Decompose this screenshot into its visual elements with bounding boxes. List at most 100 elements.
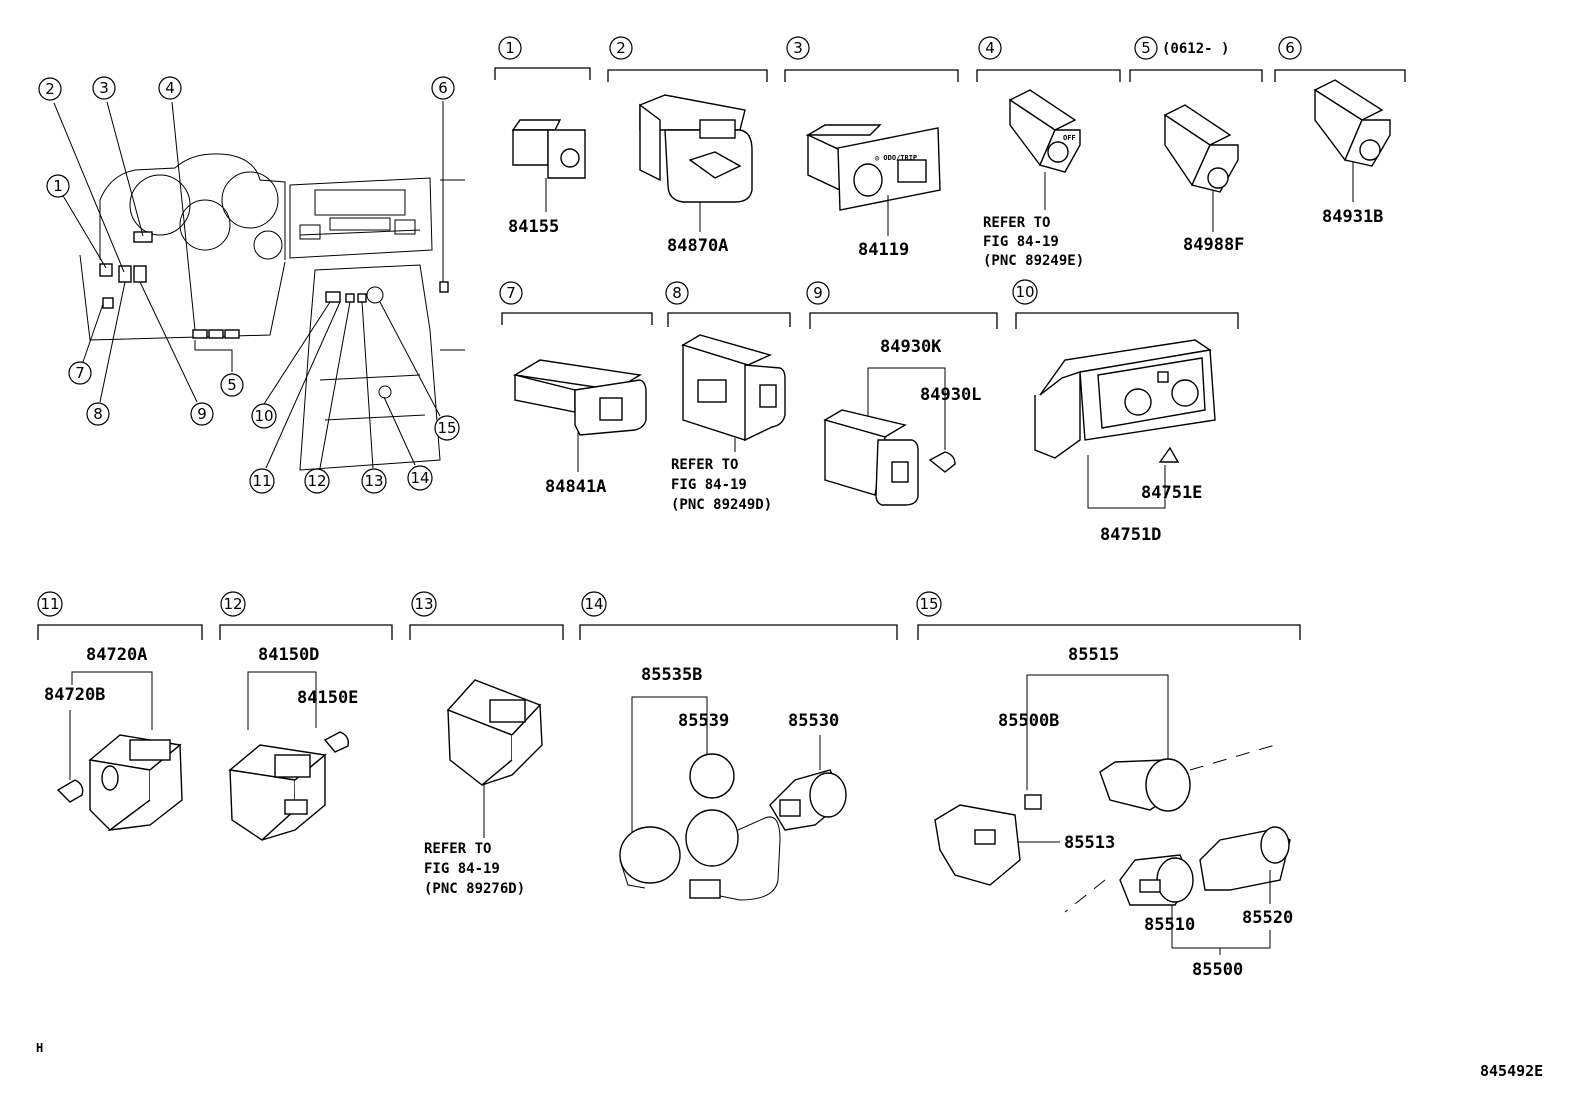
part-84720B: 84720B [44,685,105,705]
note-13-line-1: REFER TO [424,841,491,857]
part-84931B: 84931B [1322,207,1383,227]
svg-text:8: 8 [93,405,103,423]
switch-84931B-drawing [1313,79,1391,167]
svg-text:5: 5 [227,376,237,394]
switch-refer-84-19-276d-drawing [446,679,543,786]
overview-callout-3: 3 [92,76,116,100]
svg-text:1: 1 [53,177,63,195]
switch-84150D-drawing [228,744,327,841]
svg-text:2: 2 [616,39,626,57]
svg-text:13: 13 [414,595,433,613]
socket-85535B-drawing [619,753,781,901]
svg-text:9: 9 [813,284,823,302]
note-8-line-1: REFER TO [671,457,738,473]
switch-refer-84-19-e-drawing: OFF [1008,89,1081,173]
part-84841A: 84841A [545,477,606,497]
socket-85515-drawing [1099,758,1191,812]
part-84988F: 84988F [1183,235,1244,255]
svg-text:2: 2 [45,80,55,98]
control-84751D-drawing [1034,339,1216,459]
svg-text:15: 15 [437,419,456,437]
switch-refer-84-19-d-drawing [681,334,786,442]
note-8-line-2: FIG 84-19 [671,477,747,493]
section-13: 13 REFER TO FIG 84-19 (PNC 89276D) [409,591,564,897]
switch-84155-drawing [511,119,586,179]
svg-text:1: 1 [505,39,515,57]
overview-callout-6: 6 [431,76,455,100]
overview-callout-8: 8 [86,402,110,426]
note-13-line-2: FIG 84-19 [424,861,500,877]
note-4-line-3: (PNC 89249E) [983,253,1084,269]
overview-callout-11: 11 [249,468,275,494]
dashboard-overview [53,101,465,471]
note-13-line-3: (PNC 89276D) [424,881,525,897]
bulb-84720B-drawing [56,779,84,803]
svg-text:6: 6 [1285,39,1295,57]
svg-text:7: 7 [506,284,516,302]
svg-text:3: 3 [793,39,803,57]
part-85535B: 85535B [641,665,702,685]
section-11: 11 84720A 84720B [37,591,203,832]
switch-84988F-drawing [1163,104,1239,193]
section-9: 9 84930K 84930L [806,281,998,506]
part-85530: 85530 [788,711,839,731]
part-84751E: 84751E [1141,483,1202,503]
section-4: 4 OFF REFER TO FIG 84-19 (PNC 89249E) [976,36,1121,269]
section-6: 6 84931B [1274,36,1406,227]
switch-84870A-drawing [639,94,753,203]
part-84751D: 84751D [1100,525,1161,545]
overview-callout-1: 1 [46,174,70,198]
svg-text:5: 5 [1141,39,1151,57]
svg-text:4: 4 [165,79,175,97]
overview-callout-9: 9 [190,402,214,426]
part-85500: 85500 [1192,960,1243,980]
overview-callout-4: 4 [158,76,182,100]
svg-text:14: 14 [584,595,603,613]
svg-text:◎ ODO/TRIP: ◎ ODO/TRIP [875,154,917,162]
section-8: 8 REFER TO FIG 84-19 (PNC 89249D) [665,281,791,513]
svg-text:4: 4 [985,39,995,57]
section-10: 10 84751E 84751D [1012,279,1239,545]
section-7: 7 84841A [499,281,653,497]
part-85513: 85513 [1064,833,1115,853]
svg-text:15: 15 [919,595,938,613]
part-85539: 85539 [678,711,729,731]
corner-mark: H [36,1041,43,1055]
section-3: 3 ◎ ODO/TRIP 84119 [784,36,959,260]
switch-84720A-drawing [88,734,183,832]
svg-text:11: 11 [252,472,271,490]
overview-callout-15: 15 [434,415,460,441]
bulb-84150E-drawing [323,731,350,753]
overview-callout-2: 2 [38,77,62,101]
part-84155: 84155 [508,217,559,237]
overview-callout-7: 7 [68,361,92,385]
part-85520: 85520 [1242,908,1293,928]
svg-text:12: 12 [223,595,242,613]
lighter-85520-drawing [1199,826,1291,891]
note-8-line-3: (PNC 89249D) [671,497,772,513]
svg-text:8: 8 [672,284,682,302]
note-4-line-1: REFER TO [983,215,1050,231]
svg-text:14: 14 [410,469,429,487]
svg-text:7: 7 [75,364,85,382]
part-84720A: 84720A [86,645,147,665]
part-84870A: 84870A [667,236,728,256]
section-5: 5 (0612- ) 84988F [1129,36,1263,255]
svg-text:12: 12 [307,472,326,490]
section-1: 1 84155 [494,36,591,237]
overview-callout-12: 12 [304,468,330,494]
note-4-line-2: FIG 84-19 [983,234,1059,250]
svg-text:9: 9 [197,405,207,423]
svg-text:OFF: OFF [1063,134,1076,142]
section-5-date-range: (0612- ) [1162,41,1229,57]
part-84150D: 84150D [258,645,319,665]
part-85515: 85515 [1068,645,1119,665]
part-85500B: 85500B [998,711,1059,731]
switch-84119-drawing: ◎ ODO/TRIP [805,124,941,211]
lighter-85510-drawing [1119,854,1194,906]
svg-text:11: 11 [40,595,59,613]
svg-text:13: 13 [364,472,383,490]
part-84119: 84119 [858,240,909,260]
section-14: 14 85535B 85539 85530 [579,591,898,901]
